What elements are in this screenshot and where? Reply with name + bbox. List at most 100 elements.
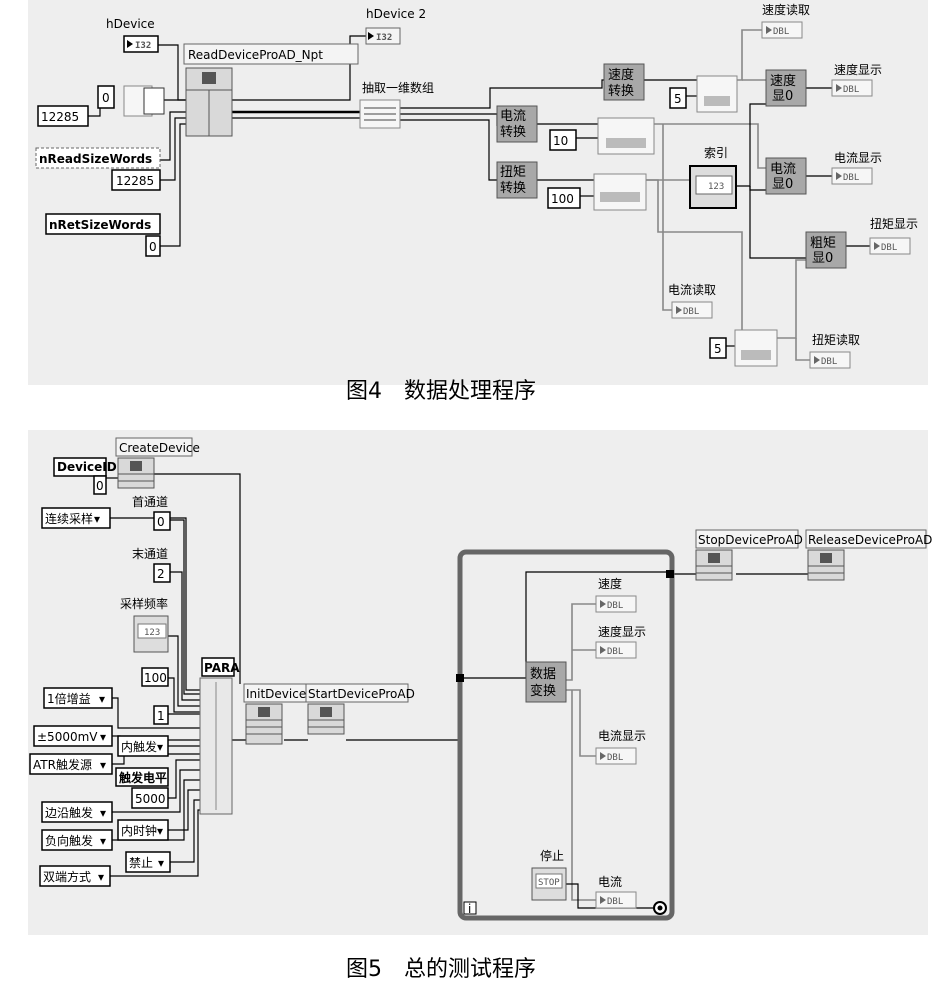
const-1-box[interactable]	[153, 705, 169, 725]
decimate-node-current[interactable]	[597, 117, 655, 155]
torque-show0-l2: 显0	[812, 251, 833, 266]
freq-control[interactable]: 123	[133, 615, 169, 653]
trig-level-label-box	[115, 767, 169, 787]
last-ch-label: 末通道	[132, 547, 168, 561]
index-control[interactable]: 123	[689, 165, 737, 209]
current-read-label: 电流读取	[668, 283, 716, 297]
data-convert-node[interactable]: 数据 变换	[525, 661, 567, 703]
release-func-label: ReleaseDeviceProAD	[808, 533, 932, 547]
forbid-select[interactable]	[125, 851, 171, 873]
dbl-tag: DBL	[607, 601, 623, 611]
dbl-tag: DBL	[843, 85, 859, 95]
first-ch-value: 0	[157, 515, 165, 529]
n-read-value-box[interactable]	[111, 169, 161, 191]
gain-select[interactable]	[43, 687, 113, 709]
decimate-node-speed[interactable]	[696, 75, 738, 113]
decimate-node-torque-read[interactable]	[734, 329, 778, 367]
const-5a-box[interactable]	[669, 87, 687, 109]
inner-trig-select[interactable]	[117, 735, 169, 757]
torque-show0-node[interactable]: 粗矩 显0	[805, 231, 847, 269]
current-show0-l1: 电流	[770, 162, 796, 177]
speed-convert-node[interactable]: 速度 转换	[603, 63, 645, 101]
n-ret-value-box[interactable]	[145, 235, 161, 257]
start-func-label-box	[305, 683, 409, 703]
speed-disp-label: 速度显示	[834, 62, 882, 77]
release-device-node[interactable]	[807, 549, 845, 581]
decimate-node-torque[interactable]	[593, 173, 647, 211]
n-ret-label: nRetSizeWords	[49, 218, 151, 232]
out-speed-disp-indicator: DBL	[595, 641, 637, 659]
const-10: 10	[553, 134, 568, 148]
torque-disp-label: 扭矩显示	[870, 217, 918, 231]
create-device-node[interactable]	[117, 457, 155, 489]
last-ch-box[interactable]	[153, 563, 171, 583]
speed-show0-node[interactable]: 速度 显0	[765, 69, 807, 107]
const-100-box[interactable]	[547, 187, 581, 209]
range-select[interactable]	[33, 725, 113, 747]
bundle-para-node[interactable]	[199, 677, 233, 815]
dbl-tag: DBL	[607, 647, 623, 657]
const-1: 1	[157, 709, 165, 723]
start-func-label: StartDeviceProAD	[308, 687, 415, 701]
freq-value: 123	[144, 628, 160, 638]
hdevice-label: hDevice	[106, 17, 155, 31]
out-current-indicator: DBL	[595, 891, 637, 909]
trig-level-box[interactable]	[131, 787, 169, 809]
device-id-label-box	[53, 457, 107, 477]
n-read-value: 12285	[116, 174, 154, 188]
chevron-down-icon: ▾	[100, 758, 106, 772]
current-show0-node[interactable]: 电流 显0	[765, 157, 807, 195]
create-device-label: CreateDevice	[119, 441, 200, 455]
speed-show0-l1: 速度	[770, 73, 796, 89]
neg-trig-select[interactable]	[41, 829, 113, 851]
dual-mode-select[interactable]	[39, 865, 111, 887]
loop-iteration: i	[468, 902, 471, 916]
first-ch-box[interactable]	[153, 511, 171, 531]
const-10-box[interactable]	[549, 129, 577, 151]
index-label: 索引	[704, 146, 728, 160]
device-id-value-box[interactable]	[93, 475, 107, 495]
read-device-node[interactable]	[185, 67, 233, 137]
loop-tunnel-in	[456, 674, 464, 682]
mode-select[interactable]	[41, 507, 111, 529]
start-device-node[interactable]	[307, 703, 345, 735]
dbl-tag: DBL	[607, 753, 623, 763]
n-read-label: nReadSizeWords	[39, 152, 152, 166]
torque-convert-node[interactable]: 扭矩 转换	[496, 161, 538, 199]
read-func-label: ReadDeviceProAD_Npt	[188, 48, 323, 62]
edge-trig-select[interactable]	[41, 801, 113, 823]
out-speed-label: 速度	[598, 576, 622, 591]
chevron-down-icon: ▾	[99, 692, 105, 706]
stop-button-text: STOP	[538, 878, 560, 888]
chevron-down-icon: ▾	[158, 856, 164, 870]
dbl-tag: DBL	[843, 173, 859, 183]
last-ch-value: 2	[157, 567, 165, 581]
hdevice2-indicator: I32	[365, 27, 401, 45]
const-5a: 5	[674, 92, 682, 106]
gain-value: 1倍增益	[47, 691, 91, 706]
extract-array-node[interactable]	[359, 99, 401, 129]
current-convert-node[interactable]: 电流 转换	[496, 105, 538, 143]
out-speed-disp-label: 速度显示	[598, 624, 646, 639]
while-loop[interactable]	[457, 549, 675, 921]
para-label-box	[201, 657, 235, 677]
const-100-box-f5[interactable]	[141, 667, 169, 687]
hdevice-type: I32	[135, 41, 151, 51]
stop-device-node[interactable]	[695, 549, 733, 581]
dbl-tag: DBL	[607, 897, 623, 907]
init-device-node[interactable]	[245, 703, 283, 745]
inner-clock-select[interactable]	[117, 819, 169, 841]
hdevice-control[interactable]: I32	[123, 35, 159, 53]
const-12285-box[interactable]	[37, 105, 89, 127]
stop-label: 停止	[540, 848, 564, 863]
initialize-array-node[interactable]	[123, 85, 165, 117]
trig-level-value: 5000	[135, 792, 166, 806]
const-5b-box[interactable]	[709, 337, 727, 359]
current-convert-l1: 电流	[500, 109, 526, 124]
range-value: ±5000mV	[37, 730, 98, 744]
atr-src-select[interactable]	[29, 753, 113, 775]
stop-button[interactable]: STOP	[531, 867, 567, 901]
speed-show0-l2: 显0	[772, 89, 793, 104]
torque-disp-indicator: DBL	[869, 237, 911, 255]
const-0-box[interactable]	[97, 85, 115, 109]
